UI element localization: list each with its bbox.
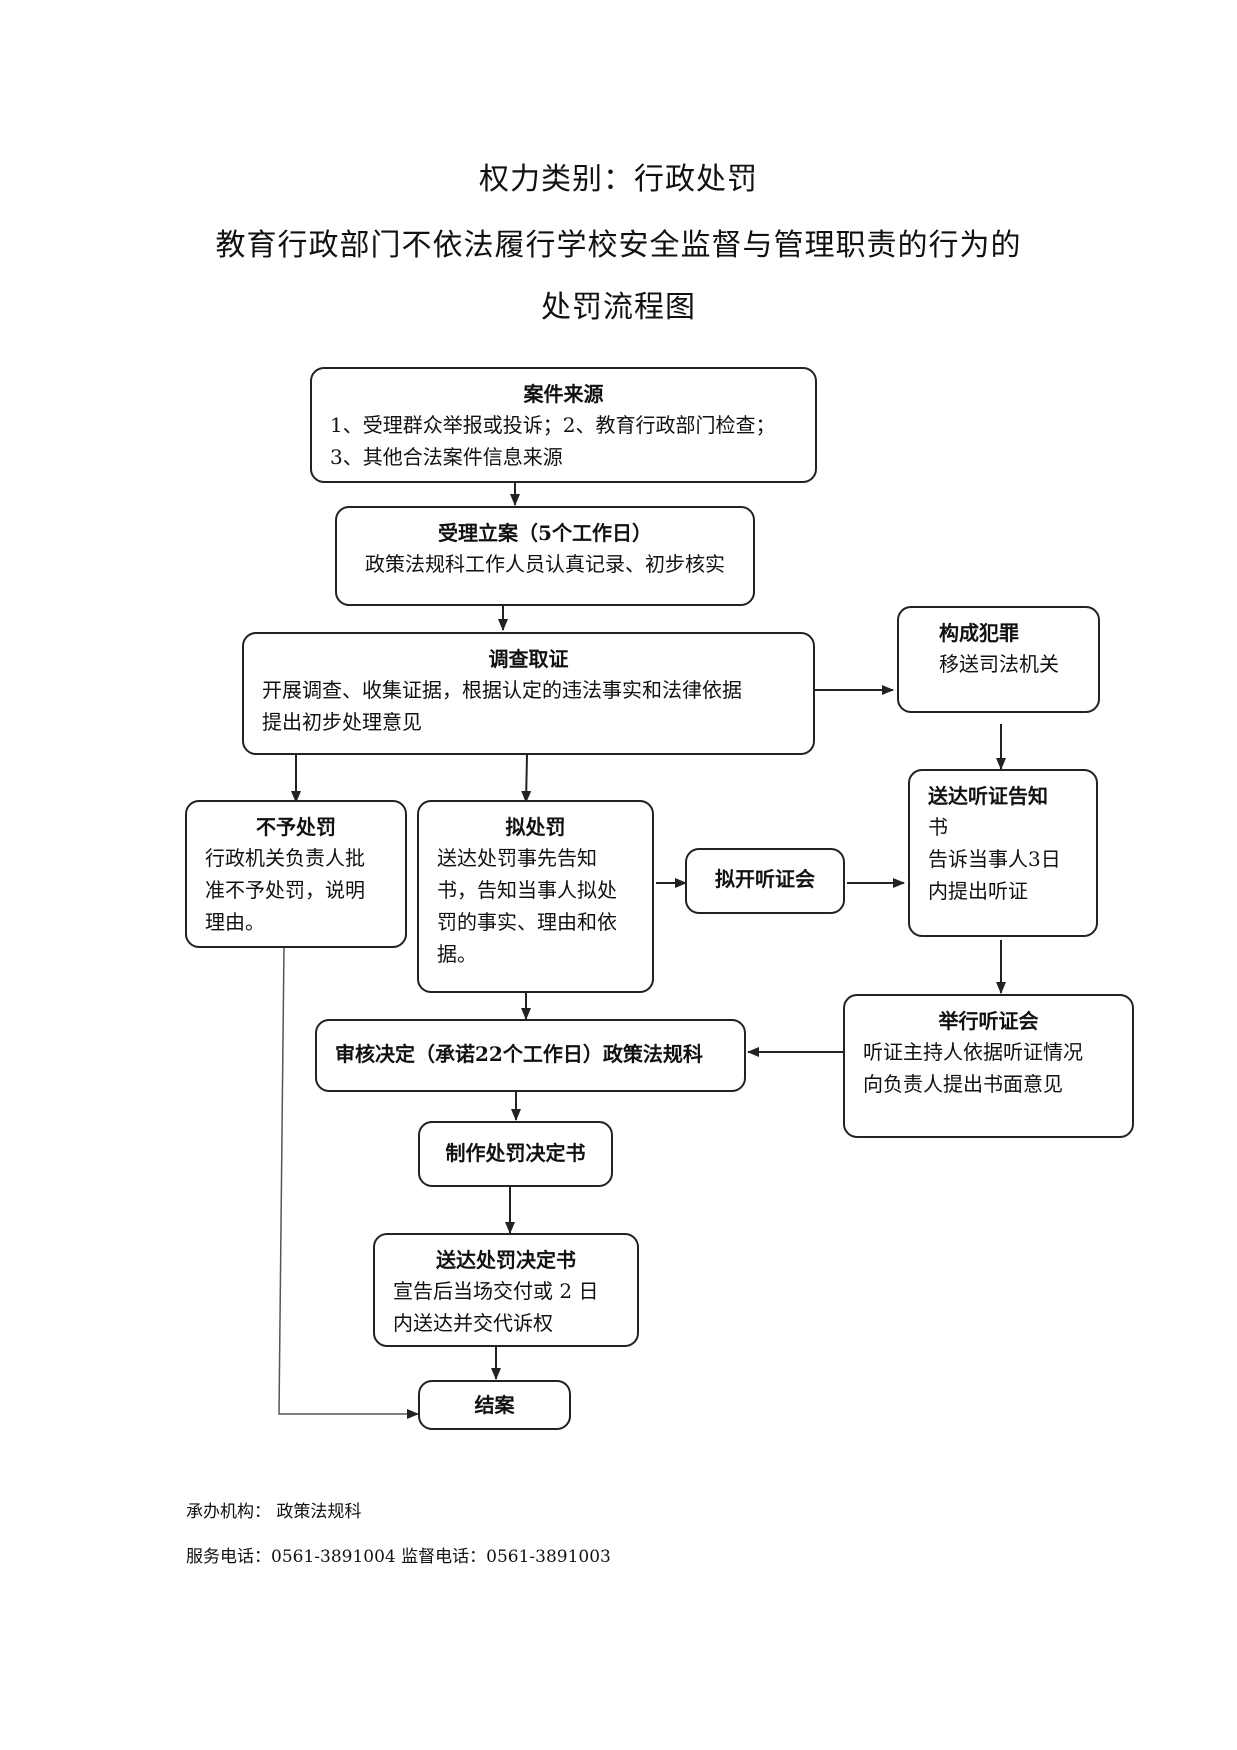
- node-make-decision-heading: 制作处罚决定书: [445, 1141, 586, 1165]
- node-deliver-decision-heading: 送达处罚决定书: [436, 1248, 576, 1272]
- node-no-penalty-line: 准不予处罚，说明: [205, 878, 365, 902]
- page-subtitle-line1: 教育行政部门不依法履行学校安全监督与管理职责的行为的: [215, 228, 1022, 263]
- page-subtitle-line2: 处罚流程图: [541, 290, 696, 325]
- node-accept-case-heading: 受理立案（5个工作日）: [438, 521, 652, 545]
- footer-phones: 服务电话：0561-3891004 监督电话：0561-3891003: [186, 1547, 611, 1567]
- node-case-source-heading: 案件来源: [523, 382, 604, 406]
- arrow-no-penalty-to-close: [278, 944, 419, 1419]
- node-deliver-decision-line: 内送达并交代诉权: [393, 1311, 553, 1335]
- node-propose-penalty-line: 送达处罚事先告知: [437, 846, 597, 870]
- node-hearing-notice-heading: 送达听证告知: [928, 784, 1048, 808]
- node-crime-heading: 构成犯罪: [939, 621, 1019, 645]
- node-accept-case: 受理立案（5个工作日） 政策法规科工作人员认真记录、初步核实: [335, 506, 755, 606]
- node-plan-hearing: 拟开听证会: [685, 848, 845, 914]
- node-investigate-heading: 调查取证: [488, 647, 569, 671]
- page-title: 权力类别：行政处罚: [479, 162, 758, 197]
- arrow-investigate-to-propose: [521, 754, 532, 803]
- node-close-case: 结案: [418, 1380, 571, 1430]
- node-propose-penalty-heading: 拟处罚: [505, 815, 566, 839]
- node-hearing-notice-line: 告诉当事人3日: [928, 847, 1061, 871]
- node-accept-case-line: 政策法规科工作人员认真记录、初步核实: [365, 552, 725, 576]
- node-hearing-notice-line: 内提出听证: [928, 879, 1028, 903]
- node-investigate-line: 开展调查、收集证据，根据认定的违法事实和法律依据: [262, 678, 742, 702]
- node-no-penalty-line: 理由。: [205, 910, 265, 934]
- node-no-penalty-heading: 不予处罚: [256, 815, 336, 839]
- node-review-decision: 审核决定（承诺22个工作日）政策法规科: [315, 1019, 746, 1092]
- node-review-decision-heading: 审核决定（承诺22个工作日）政策法规科: [335, 1042, 703, 1066]
- node-no-penalty-line: 行政机关负责人批: [205, 846, 365, 870]
- node-investigate: 调查取证 开展调查、收集证据，根据认定的违法事实和法律依据 提出初步处理意见: [242, 632, 815, 755]
- node-case-source-line: 1、受理群众举报或投诉；2、教育行政部门检查；: [330, 413, 776, 437]
- node-hearing-notice: 送达听证告知 书 告诉当事人3日 内提出听证: [908, 769, 1098, 937]
- node-no-penalty: 不予处罚 行政机关负责人批 准不予处罚，说明 理由。: [185, 800, 407, 948]
- node-hold-hearing-heading: 举行听证会: [938, 1009, 1039, 1033]
- node-crime: 构成犯罪 移送司法机关: [897, 606, 1100, 713]
- node-hearing-notice-line: 书: [928, 815, 948, 839]
- node-crime-line: 移送司法机关: [939, 652, 1059, 676]
- node-propose-penalty: 拟处罚 送达处罚事先告知 书，告知当事人拟处 罚的事实、理由和依 据。: [417, 800, 654, 993]
- node-investigate-line: 提出初步处理意见: [262, 710, 422, 734]
- node-propose-penalty-line: 书，告知当事人拟处: [437, 878, 617, 902]
- node-make-decision: 制作处罚决定书: [418, 1121, 613, 1187]
- node-case-source: 案件来源 1、受理群众举报或投诉；2、教育行政部门检查； 3、其他合法案件信息来…: [310, 367, 817, 483]
- node-case-source-line: 3、其他合法案件信息来源: [330, 445, 563, 469]
- node-hold-hearing-line: 向负责人提出书面意见: [863, 1072, 1063, 1096]
- node-propose-penalty-line: 罚的事实、理由和依: [437, 910, 617, 934]
- node-propose-penalty-line: 据。: [437, 942, 477, 966]
- node-hold-hearing-line: 听证主持人依据听证情况: [863, 1040, 1083, 1064]
- footer-agency: 承办机构： 政策法规科: [186, 1502, 362, 1522]
- node-deliver-decision-line: 宣告后当场交付或 2 日: [393, 1279, 599, 1303]
- node-deliver-decision: 送达处罚决定书 宣告后当场交付或 2 日 内送达并交代诉权: [373, 1233, 639, 1347]
- node-close-case-heading: 结案: [474, 1393, 515, 1417]
- node-plan-hearing-heading: 拟开听证会: [715, 867, 815, 891]
- node-hold-hearing: 举行听证会 听证主持人依据听证情况 向负责人提出书面意见: [843, 994, 1134, 1138]
